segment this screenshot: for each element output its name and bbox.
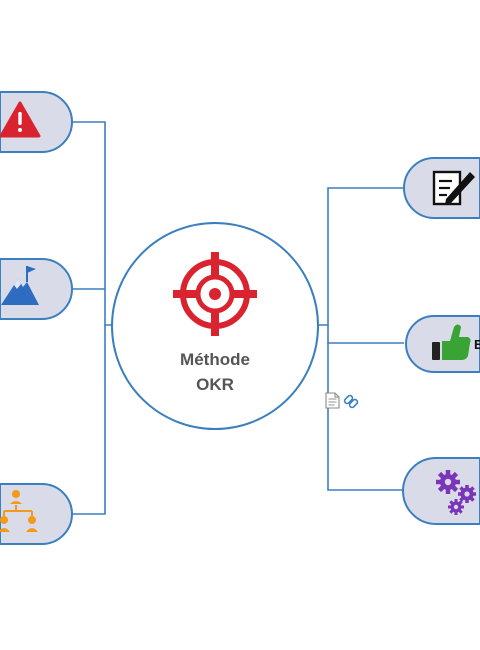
node-team[interactable] [0,483,73,545]
connector-right-approve [327,325,404,344]
mountain-flag-icon [1,266,39,305]
central-node[interactable]: Méthode OKR [111,222,319,430]
node-warning[interactable] [0,91,73,153]
target-icon [173,252,257,336]
warning-icon [0,101,41,138]
connector-left-warning [72,121,112,326]
connectors [72,121,404,515]
connector-right-document [318,187,404,326]
thumbs-up-icon [432,324,471,360]
connector-right-gears [327,343,404,491]
central-title-line2: OKR [196,375,234,394]
node-goal[interactable] [0,258,73,320]
team-hierarchy-icon [0,490,38,532]
document-edit-icon [432,170,475,206]
node-document[interactable] [403,157,480,219]
connector-left-team [72,325,106,515]
link-icon[interactable] [343,394,359,409]
note-icon[interactable] [325,392,340,409]
approve-label: E [474,337,480,352]
gears-icon [436,470,476,515]
node-approve[interactable]: E [405,315,480,373]
central-title-line1: Méthode [180,350,250,369]
node-gears[interactable] [402,457,480,525]
